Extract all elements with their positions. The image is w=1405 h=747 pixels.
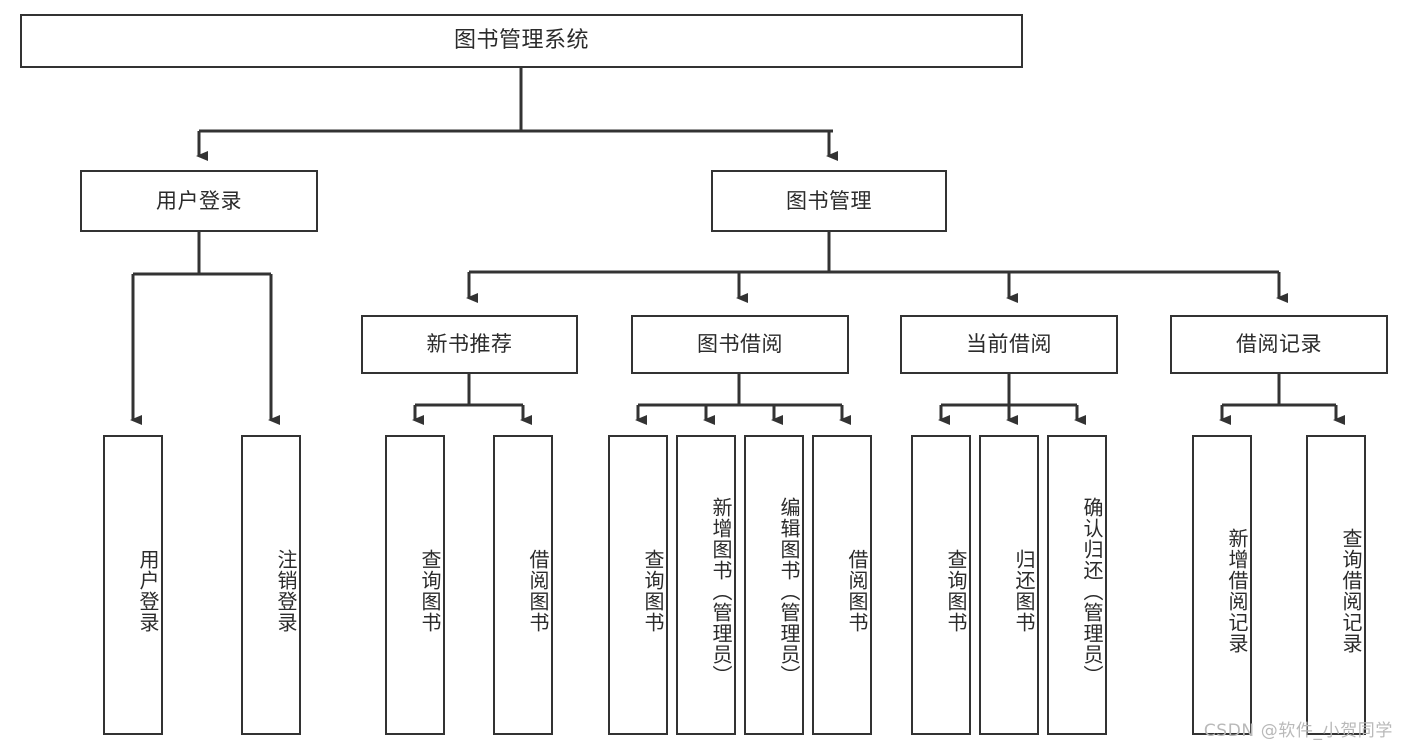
node-label: 当前借阅 <box>966 332 1052 357</box>
node-label: 编辑图书（管理员） <box>777 496 801 686</box>
leaf-new-book-borrow[interactable]: 借阅图书 <box>493 435 553 735</box>
node-label: 借阅图书 <box>845 549 869 633</box>
node-label: 确认归还（管理员） <box>1080 496 1104 686</box>
leaf-user-login-signout[interactable]: 注销登录 <box>241 435 301 735</box>
node-label: 查询借阅记录 <box>1339 528 1363 654</box>
node-label: 图书管理 <box>786 188 872 213</box>
leaf-borrow-record-add[interactable]: 新增借阅记录 <box>1192 435 1252 735</box>
node-label: 归还图书 <box>1012 549 1036 633</box>
leaf-current-borrow-return[interactable]: 归还图书 <box>979 435 1039 735</box>
node-book-borrow[interactable]: 图书借阅 <box>631 315 849 374</box>
node-borrow-record[interactable]: 借阅记录 <box>1170 315 1388 374</box>
node-label: 新增图书（管理员） <box>709 496 733 686</box>
node-label: 查询图书 <box>418 549 442 633</box>
node-label: 借阅记录 <box>1236 332 1322 357</box>
leaf-borrow-record-query[interactable]: 查询借阅记录 <box>1306 435 1366 735</box>
node-label: 用户登录 <box>136 549 160 633</box>
node-label: 图书管理系统 <box>453 28 589 54</box>
leaf-book-borrow-query[interactable]: 查询图书 <box>608 435 668 735</box>
node-new-book-recommend[interactable]: 新书推荐 <box>361 315 578 374</box>
node-user-login[interactable]: 用户登录 <box>80 170 318 232</box>
node-label: 图书借阅 <box>697 332 783 357</box>
node-label: 新书推荐 <box>426 332 513 357</box>
node-root-book-management-system[interactable]: 图书管理系统 <box>20 14 1023 68</box>
node-label: 注销登录 <box>274 549 298 633</box>
leaf-book-borrow-borrow[interactable]: 借阅图书 <box>812 435 872 735</box>
node-book-management[interactable]: 图书管理 <box>711 170 947 232</box>
leaf-current-borrow-query[interactable]: 查询图书 <box>911 435 971 735</box>
leaf-current-borrow-confirm-return[interactable]: 确认归还（管理员） <box>1047 435 1107 735</box>
node-label: 用户登录 <box>156 188 242 213</box>
leaf-new-book-query[interactable]: 查询图书 <box>385 435 445 735</box>
node-label: 新增借阅记录 <box>1225 528 1249 654</box>
leaf-book-borrow-edit[interactable]: 编辑图书（管理员） <box>744 435 804 735</box>
node-label: 查询图书 <box>944 549 968 633</box>
leaf-book-borrow-add[interactable]: 新增图书（管理员） <box>676 435 736 735</box>
node-current-borrow[interactable]: 当前借阅 <box>900 315 1118 374</box>
node-label: 借阅图书 <box>526 549 550 633</box>
node-label: 查询图书 <box>641 549 665 633</box>
leaf-user-login-signin[interactable]: 用户登录 <box>103 435 163 735</box>
watermark: CSDN @软件_小贺同学 <box>1203 721 1393 741</box>
